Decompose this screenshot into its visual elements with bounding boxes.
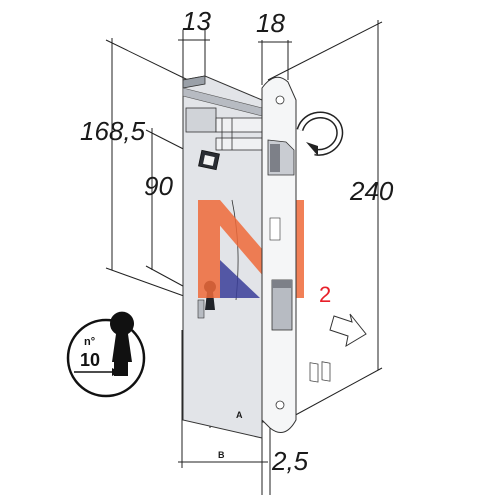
key-badge-number: 10 <box>80 350 100 370</box>
key-badge <box>66 311 146 398</box>
dim-a: A <box>236 410 243 420</box>
dim-b: B <box>218 450 225 460</box>
rotate-arrow-icon <box>296 111 344 156</box>
dim-240: 240 <box>349 176 394 206</box>
key-badge-prefix: n° <box>84 336 95 348</box>
dim-90: 90 <box>144 171 173 201</box>
dimension-labels: 13 18 168,5 90 240 A B 2,5 <box>80 6 394 476</box>
dim-18: 18 <box>256 8 285 38</box>
faceplate <box>261 76 297 433</box>
slide-arrow-icon <box>309 313 367 383</box>
latch-count-label: 2 <box>319 282 331 307</box>
dimension-lines <box>105 20 383 495</box>
dim-2-5: 2,5 <box>271 446 309 476</box>
dim-168-5: 168,5 <box>80 116 146 146</box>
dim-13: 13 <box>182 6 211 36</box>
